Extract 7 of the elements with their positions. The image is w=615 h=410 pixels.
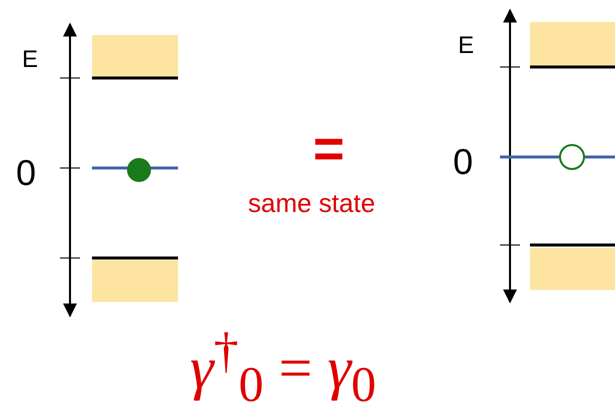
annotation: same state bbox=[248, 190, 376, 216]
axis-label: E bbox=[458, 34, 474, 58]
formula: γ$^{†}$$_{0}$ = γ$_{0}$ bbox=[190, 325, 376, 409]
axis-label: E bbox=[22, 48, 38, 72]
axis-label: 0 bbox=[453, 144, 474, 180]
axis-label: 0 bbox=[16, 155, 36, 191]
equals-sign: = bbox=[313, 122, 345, 176]
